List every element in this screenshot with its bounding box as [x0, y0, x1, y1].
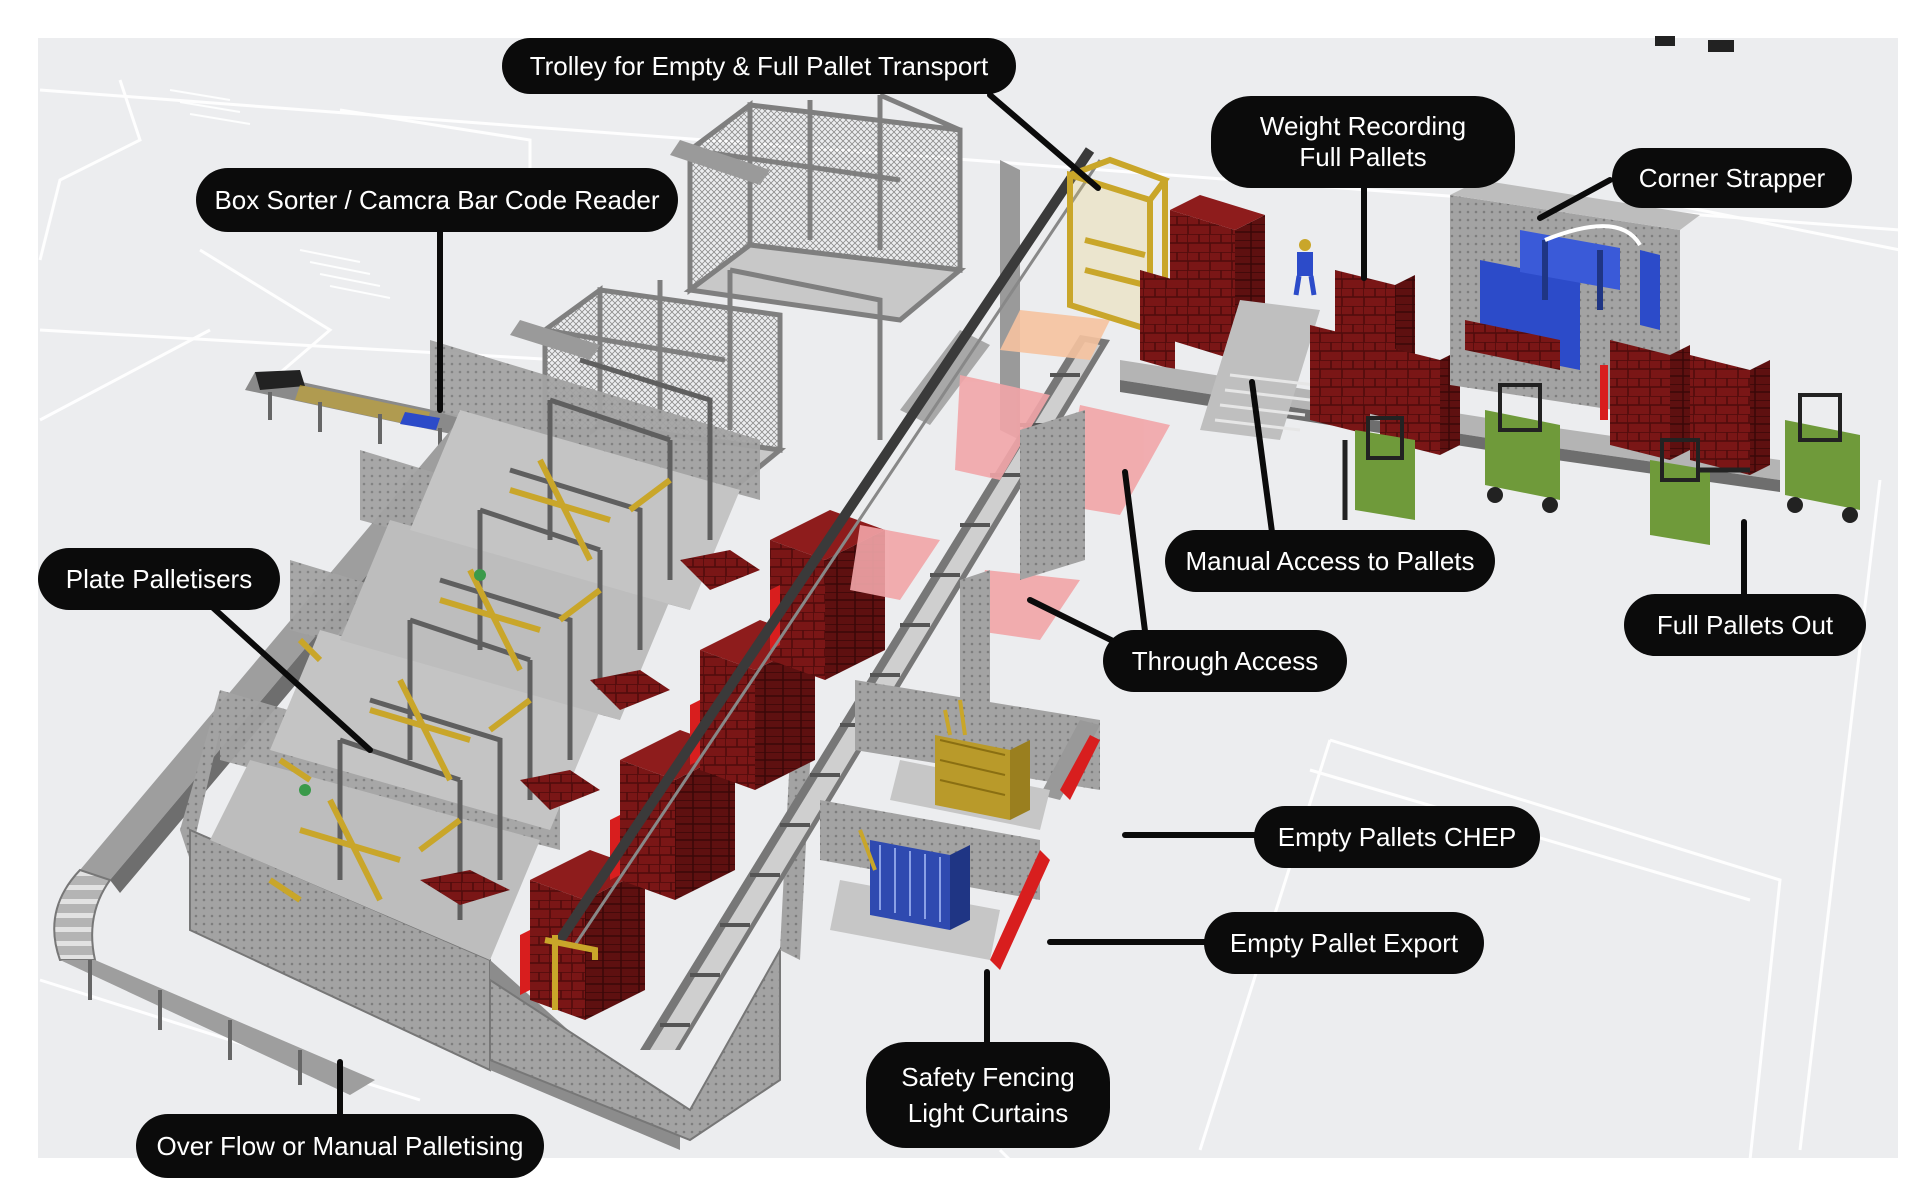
leader-lines: [207, 92, 1747, 1118]
through-access-zones: [850, 310, 1170, 640]
callout-safety-fencing: Safety Fencing Light Curtains: [866, 1042, 1110, 1148]
callout-weight-line-1: Weight Recording: [1259, 111, 1467, 141]
callout-safety-line-1: Safety Fencing: [901, 1062, 1075, 1092]
callout-weight-recording: Weight Recording Full Pallets: [1211, 96, 1515, 188]
floor-plan-steps: [169, 89, 391, 299]
central-fences: [960, 410, 1085, 730]
callout-trolley: Trolley for Empty & Full Pallet Transpor…: [502, 38, 1016, 94]
callout-corner-strapper: Corner Strapper: [1612, 148, 1852, 208]
cell-pallet-stacks: [420, 550, 760, 905]
callout-overflow: Over Flow or Manual Palletising: [136, 1114, 544, 1178]
yellow-robot-arms: [268, 458, 672, 903]
cell-light-curtains: [520, 585, 780, 995]
empty-pallet-store-chep: [855, 680, 1100, 830]
robot-cage-upper-1: [683, 92, 967, 323]
forklift-3: [1650, 438, 1750, 545]
trolley-fork: [544, 935, 598, 1010]
cell-sensors: [299, 569, 486, 796]
callout-plate-palletisers: Plate Palletisers: [38, 548, 280, 610]
box-sorter-conveyor: [245, 370, 480, 458]
output-stacks: [1600, 340, 1770, 475]
edge-artefact: [1708, 40, 1734, 52]
pallet-trolley: [1067, 156, 1170, 335]
callout-safety-line-2: Light Curtains: [907, 1098, 1069, 1128]
edge-artefact: [1655, 36, 1675, 46]
weighed-stacks: [1310, 270, 1460, 455]
callout-empty-pallets-chep: Empty Pallets CHEP: [1254, 806, 1540, 868]
forklift-4: [1785, 393, 1860, 523]
trolley-rail: [555, 147, 1102, 946]
callout-box-sorter: Box Sorter / Camcra Bar Code Reader: [196, 168, 678, 232]
forklift-2: [1485, 383, 1560, 513]
callout-through-access: Through Access: [1103, 630, 1347, 692]
empty-pallet-store-export: [820, 800, 1050, 970]
callout-weight-line-2: Full Pallets: [1299, 142, 1427, 172]
forklift-1: [1342, 416, 1415, 520]
callout-full-pallets-out: Full Pallets Out: [1624, 594, 1866, 656]
callout-empty-pallet-export: Empty Pallet Export: [1204, 912, 1484, 974]
operator-figure: [1293, 239, 1317, 296]
callout-manual-access: Manual Access to Pallets: [1165, 530, 1495, 592]
